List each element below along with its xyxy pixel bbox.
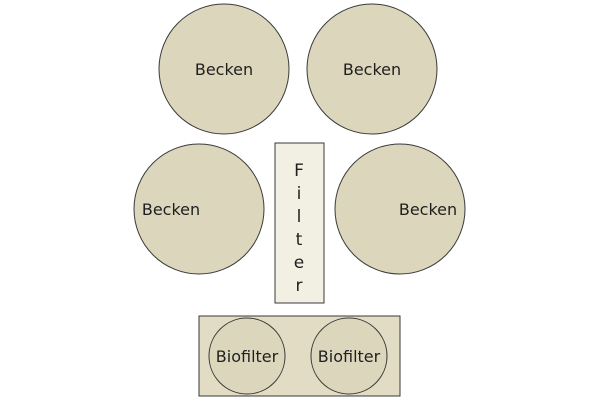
tank-label: Becken [399, 200, 457, 219]
tank-circle [334, 143, 466, 275]
tank-circle [158, 3, 290, 135]
tank-label: Becken [195, 60, 253, 79]
biofilter-label: Biofilter [318, 347, 381, 366]
tank-top-left: Becken [158, 3, 290, 135]
biofilter-circle [310, 317, 388, 395]
biofilter-circle [208, 317, 286, 395]
tank-circle [306, 3, 438, 135]
tank-circle [133, 143, 265, 275]
biofilter-tray: Biofilter Biofilter [198, 315, 401, 397]
tank-middle-left: Becken [133, 143, 265, 275]
biofilter-right: Biofilter [310, 317, 388, 395]
tank-top-right: Becken [306, 3, 438, 135]
tank-middle-right: Becken [334, 143, 466, 275]
tank-label: Becken [343, 60, 401, 79]
filter-box [274, 142, 325, 304]
biofilter-left: Biofilter [208, 317, 286, 395]
biofilter-label: Biofilter [216, 347, 279, 366]
tank-label: Becken [142, 200, 200, 219]
